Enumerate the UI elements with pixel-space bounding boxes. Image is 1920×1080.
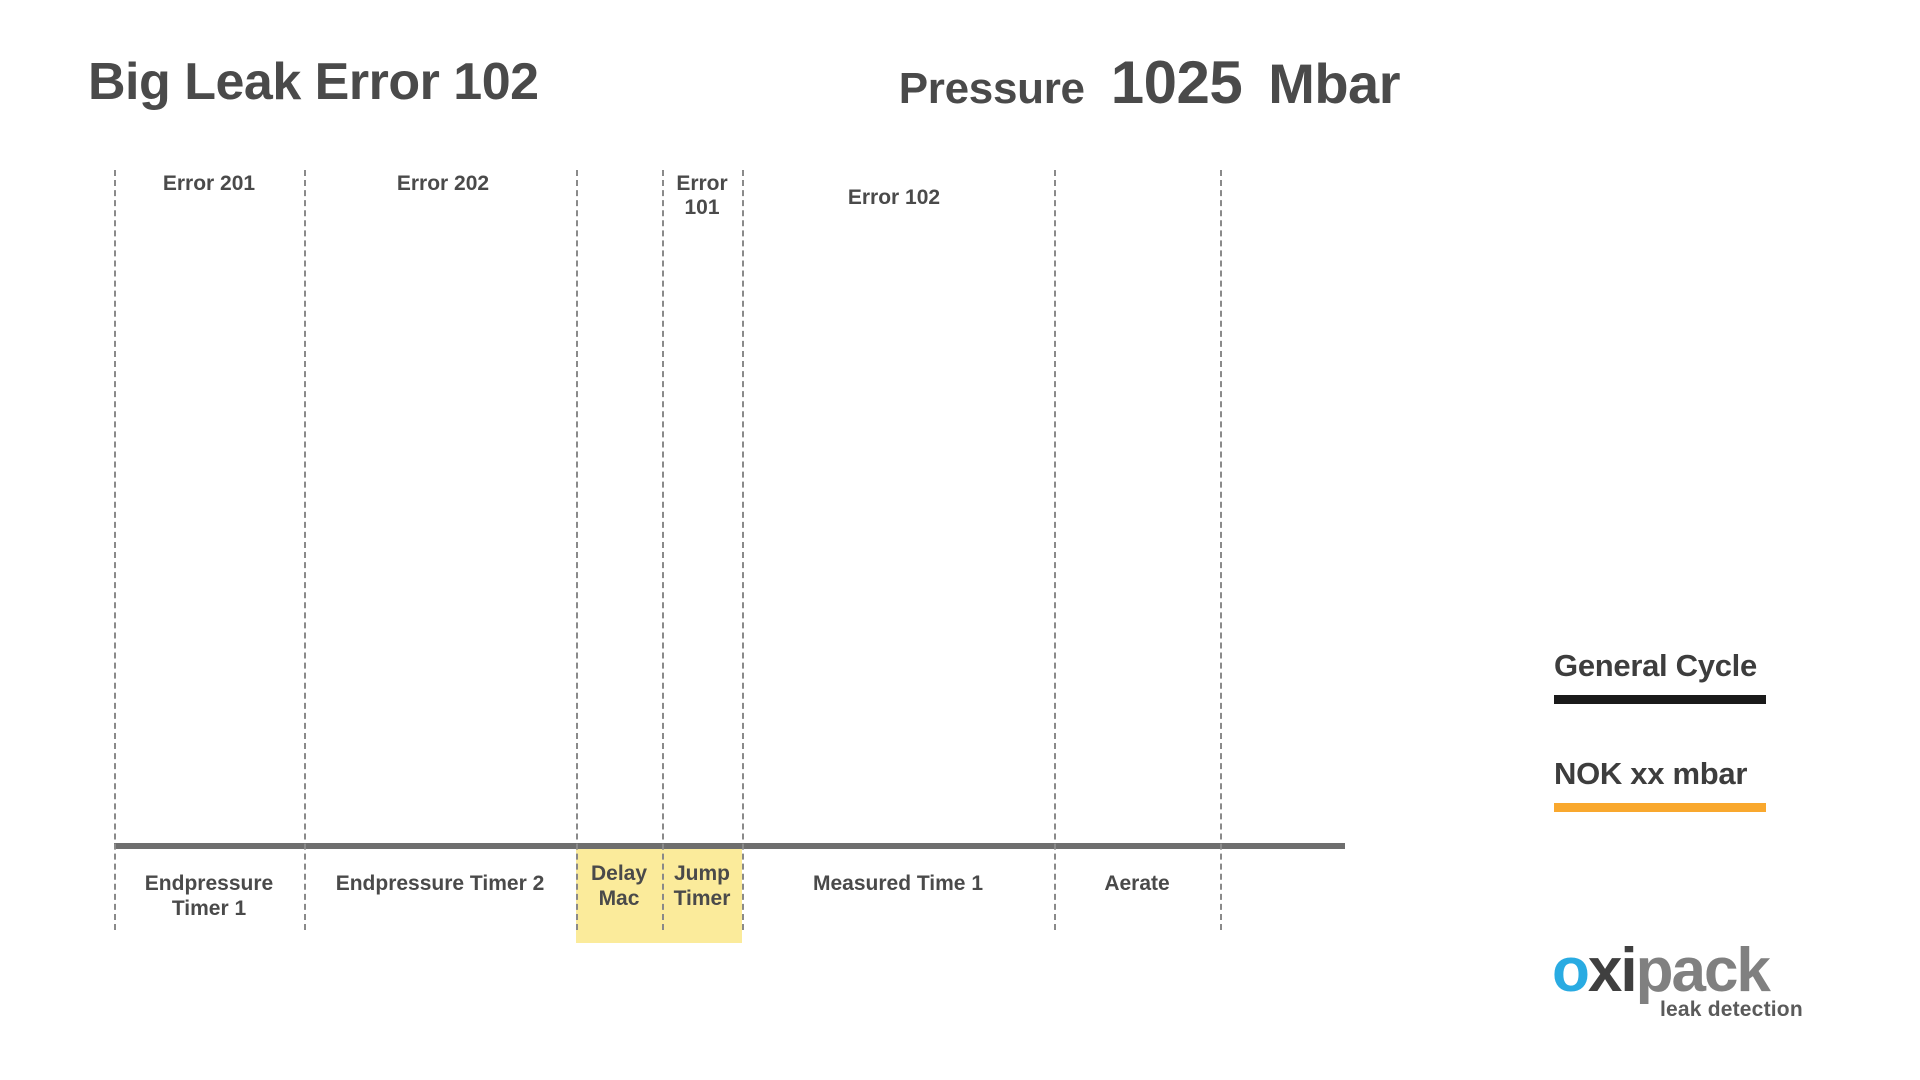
highlight-band	[662, 845, 742, 943]
phase-label: Jump Timer	[673, 862, 731, 910]
logo-letters-xi: xi	[1587, 936, 1638, 1005]
legend-label: NOK xx mbar	[1554, 756, 1748, 791]
legend: General Cycle NOK xx mbar	[1554, 648, 1854, 864]
logo-letter-o: o	[1552, 936, 1590, 1005]
oxipack-logo: oxipack leak detection	[1552, 940, 1862, 1036]
phase-label: Endpressure Timer 1	[144, 872, 274, 920]
error-label: Error 101	[676, 172, 728, 220]
legend-item-nok: NOK xx mbar	[1554, 756, 1854, 812]
pressure-readout: Pressure 1025 Mbar	[898, 48, 1401, 117]
phase-divider-2	[576, 170, 578, 930]
pressure-value: 1025	[1110, 49, 1243, 116]
phase-label: Aerate	[1104, 872, 1170, 895]
timeline-axis	[114, 843, 1345, 849]
phase-divider-5	[1054, 170, 1056, 930]
logo-wordmark: oxipack	[1552, 940, 1862, 1002]
phase-divider-3	[662, 170, 664, 930]
phase-divider-1	[304, 170, 306, 930]
page-title: Big Leak Error 102	[88, 53, 539, 111]
error-label: Error 202	[396, 172, 490, 195]
pressure-label: Pressure	[898, 64, 1085, 113]
legend-swatch-general-cycle	[1554, 695, 1766, 704]
error-label: Error 201	[162, 172, 256, 195]
highlight-band	[576, 845, 662, 943]
phase-label: Delay Mac	[590, 862, 648, 910]
phase-label: Endpressure Timer 2	[335, 872, 545, 895]
error-label: Error 102	[847, 186, 941, 209]
phase-divider-0	[114, 170, 116, 930]
phase-label: Measured Time 1	[812, 872, 984, 895]
pressure-unit: Mbar	[1268, 52, 1400, 115]
legend-label: General Cycle	[1554, 648, 1757, 683]
phase-divider-6	[1220, 170, 1222, 930]
logo-letters-pack: pack	[1635, 936, 1771, 1005]
legend-swatch-nok	[1554, 803, 1766, 812]
legend-item-general-cycle: General Cycle	[1554, 648, 1854, 704]
logo-tagline: leak detection	[1660, 998, 1803, 1021]
phase-divider-4	[742, 170, 744, 930]
